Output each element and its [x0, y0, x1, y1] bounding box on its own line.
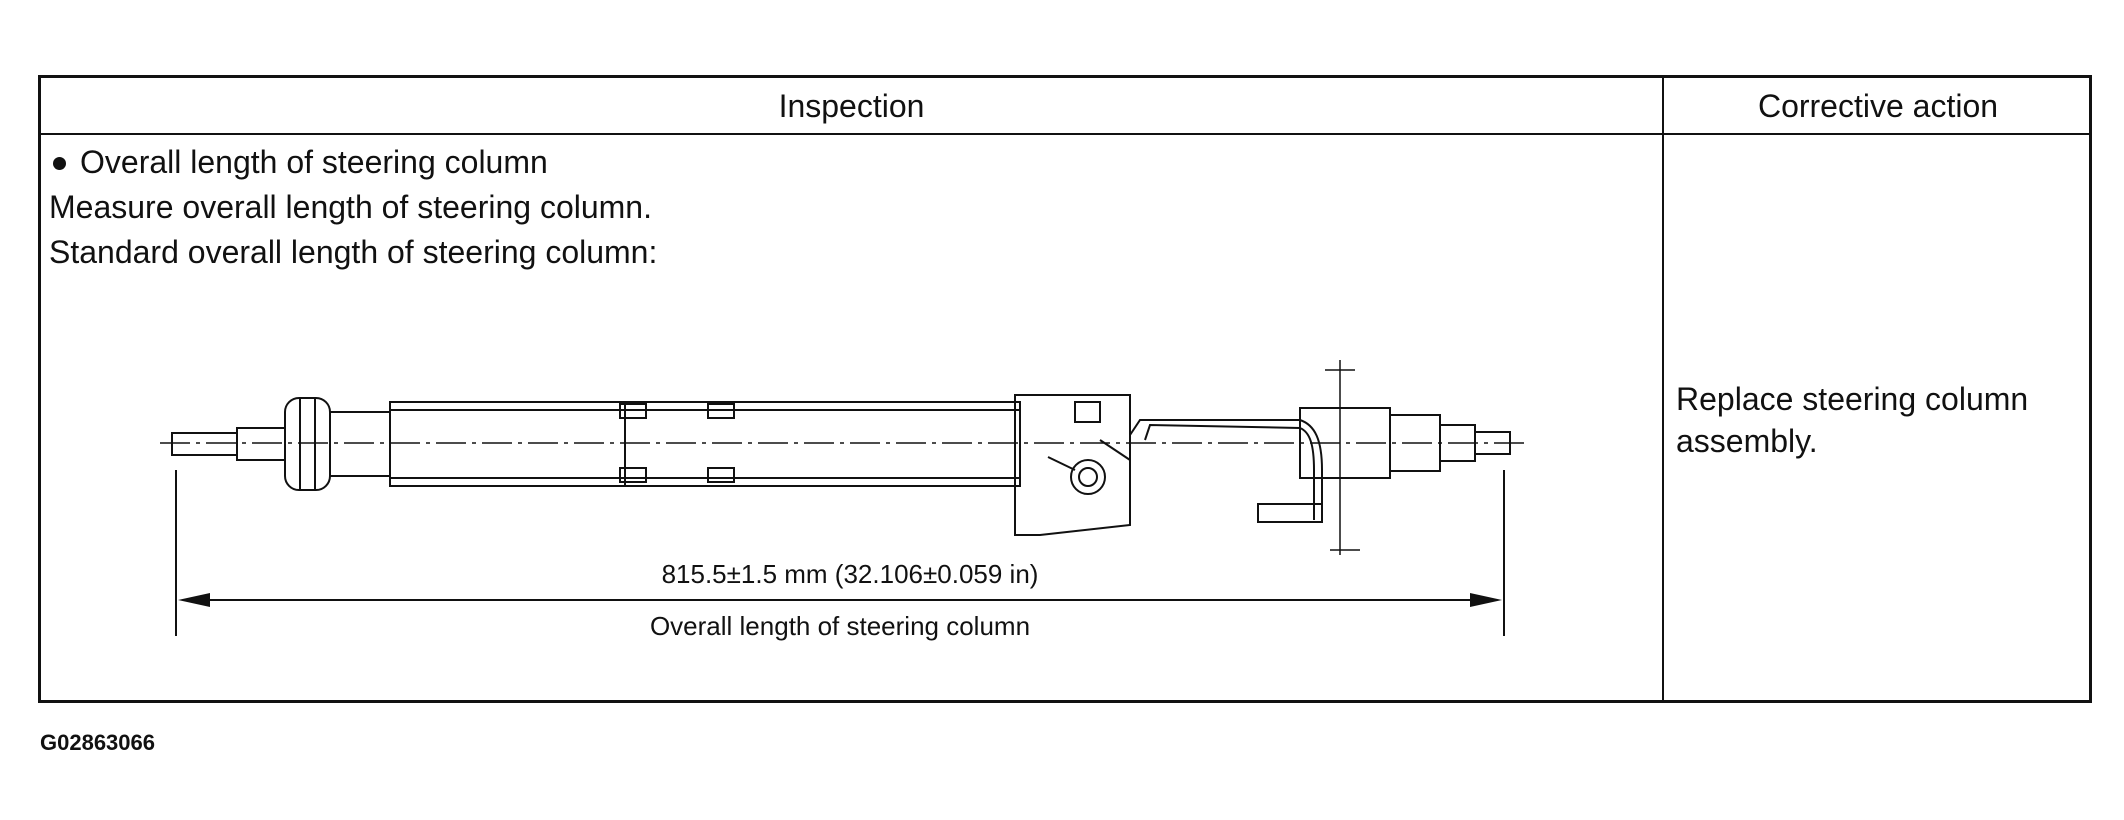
steering-column-drawing [160, 360, 1525, 555]
shaft-spline [236, 427, 286, 461]
dimension-line-group [175, 470, 1505, 636]
shaft-end [171, 432, 238, 456]
inspection-item-label: Overall length of steering column [80, 144, 548, 180]
collar [329, 411, 391, 477]
arrowhead-left [178, 593, 210, 607]
inspection-standard: Standard overall length of steering colu… [49, 234, 658, 270]
boot-ring [284, 397, 331, 491]
arrowhead-right [1470, 593, 1502, 607]
inspection-instructions: Overall length of steering column Measur… [49, 140, 657, 275]
table-header-row [41, 78, 2089, 135]
column-divider [1662, 78, 1664, 700]
lever-plate [1257, 503, 1323, 523]
inspection-table: Inspection Corrective action Overall len… [38, 75, 2092, 703]
bracket-bolt [1074, 401, 1101, 423]
column-tube [389, 401, 1021, 487]
header-corrective-action: Corrective action [1757, 88, 1999, 124]
dimension-value: 815.5±1.5 mm (32.106±0.059 in) [662, 559, 1039, 589]
corrective-action-text: Replace steering column assembly. [1676, 381, 2029, 459]
inspection-item: Overall length of steering column [49, 140, 657, 185]
shaft-tip [1474, 431, 1511, 455]
tilt-lever-knob [1070, 459, 1106, 495]
bullet-icon [53, 156, 66, 170]
dimension-caption: Overall length of steering column [650, 611, 1030, 641]
figure-id: G02863066 [40, 730, 155, 755]
header-inspection: Inspection [778, 88, 925, 124]
inspection-step: Measure overall length of steering colum… [49, 189, 652, 225]
column-bracket [1014, 394, 1131, 536]
